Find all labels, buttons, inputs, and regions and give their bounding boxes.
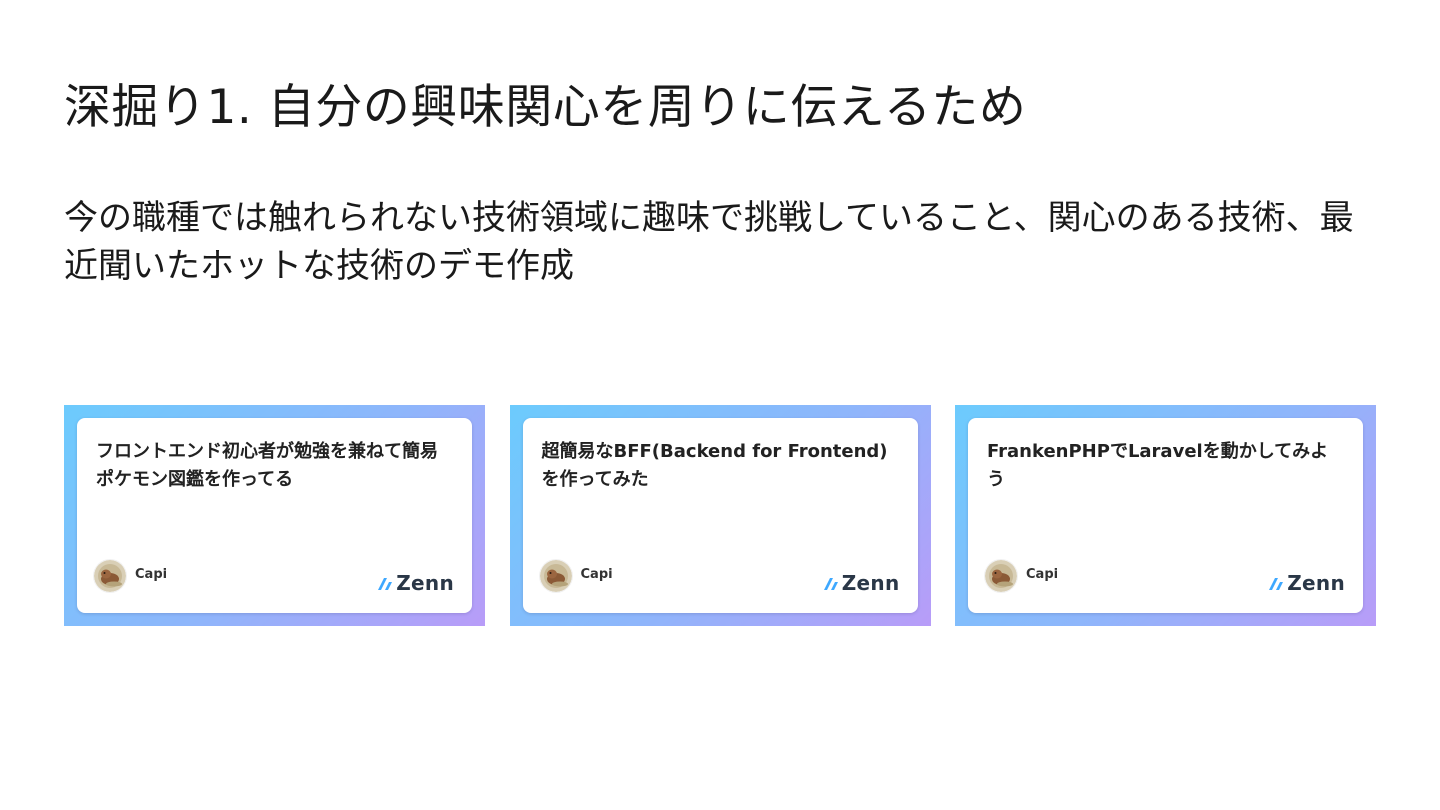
article-card-title[interactable]: 超簡易なBFF(Backend for Frontend)を作ってみた [541,441,888,490]
zenn-logo-icon [378,578,393,590]
slide-title: 深掘り1. 自分の興味関心を周りに伝えるため [64,80,1027,135]
author-name: Capi [1026,567,1059,582]
article-card[interactable]: フロントエンド初心者が勉強を兼ねて簡易ポケモン図鑑を作ってる Capi Zenn [77,418,472,613]
zenn-logo-text: Zenn [1287,571,1345,595]
article-card-frame[interactable]: フロントエンド初心者が勉強を兼ねて簡易ポケモン図鑑を作ってる Capi Zenn [64,405,485,626]
article-card[interactable]: 超簡易なBFF(Backend for Frontend)を作ってみた Capi [522,418,918,613]
zenn-logo-text: Zenn [396,571,454,595]
article-card-frame[interactable]: 超簡易なBFF(Backend for Frontend)を作ってみた Capi [509,405,931,626]
zenn-logo: Zenn [823,572,900,594]
zenn-logo: Zenn [1268,572,1345,594]
article-card-title[interactable]: フロントエンド初心者が勉強を兼ねて簡易ポケモン図鑑を作ってる [96,441,438,490]
capybara-avatar-icon [985,560,1017,592]
article-card-list: フロントエンド初心者が勉強を兼ねて簡易ポケモン図鑑を作ってる Capi Zenn [64,405,1376,626]
article-card-title[interactable]: FrankenPHPでLaravelを動かしてみよう [987,441,1329,490]
zenn-logo: Zenn [377,572,454,594]
zenn-logo-text: Zenn [841,571,900,595]
capybara-avatar-icon [539,560,572,592]
author-name: Capi [135,567,168,582]
slide-body-text: 今の職種では触れられない技術領域に趣味で挑戦していること、関心のある技術、最近聞… [64,198,1354,286]
zenn-logo-icon [1269,578,1284,590]
article-card-frame[interactable]: FrankenPHPでLaravelを動かしてみよう Capi Zenn [955,405,1376,626]
capybara-avatar-icon [94,560,126,592]
article-card[interactable]: FrankenPHPでLaravelを動かしてみよう Capi Zenn [968,418,1363,613]
zenn-logo-icon [823,578,838,590]
author-name: Capi [580,567,613,582]
